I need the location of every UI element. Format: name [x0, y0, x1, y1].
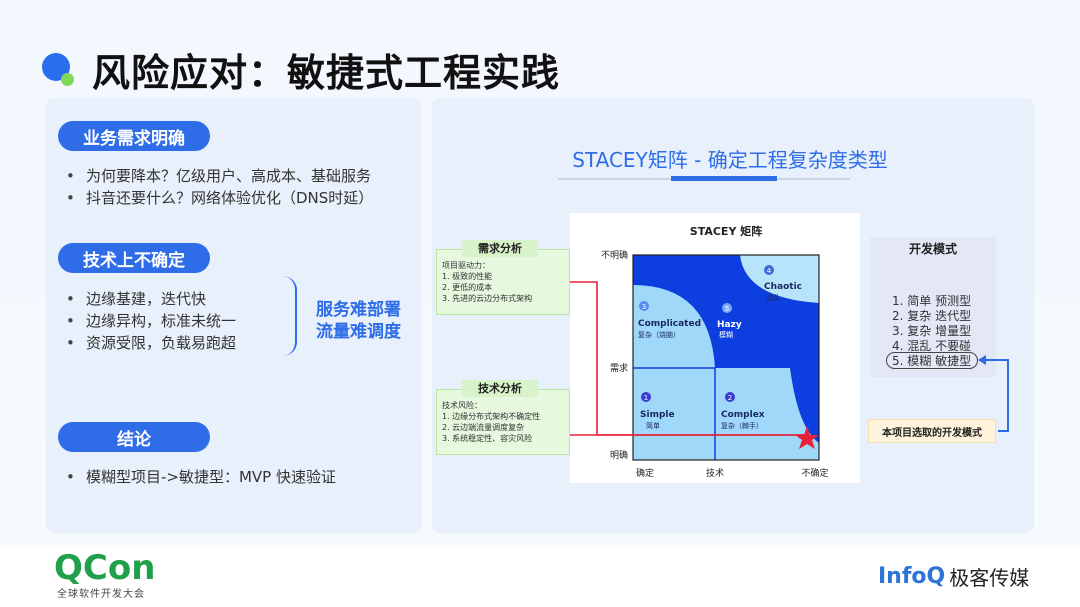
bullet-item: 模糊型项目->敏捷型：MVP 快速验证: [62, 466, 336, 488]
zone-sublabel-chaotic: 混乱: [766, 293, 780, 302]
selected-mode-label: 本项目选取的开发模式: [868, 419, 996, 443]
brace-note-line: 流量难调度: [316, 322, 401, 342]
selection-arrow-line: [984, 359, 1009, 432]
x-axis-right-label: 不确定: [801, 467, 828, 479]
note-line: 项目驱动力：: [442, 261, 490, 270]
requirements-note-head: 需求分析: [462, 240, 538, 257]
zone-badge: [725, 392, 735, 402]
zone-complex: [715, 368, 819, 460]
zone-label-chaotic: Chaotic: [764, 282, 802, 292]
qcon-subtitle: 全球软件开发大会: [57, 589, 145, 600]
bullet-item: 为何要降本？亿级用户、高成本、基础服务: [62, 165, 373, 187]
zone-badge-number: 5: [725, 305, 729, 313]
qcon-logo: QCon: [54, 548, 156, 588]
zone-sublabel-complex: 复杂（棘手）: [721, 421, 763, 430]
section-pill-tech: 技术上不确定: [58, 243, 210, 273]
brace-note: 服务难部署 流量难调度: [316, 299, 401, 343]
stacey-section-title: STACEY矩阵 - 确定工程复杂度类型: [572, 148, 888, 172]
dev-mode-item: 1. 简单 预测型: [892, 294, 972, 308]
note-line: 2. 更低的成本: [442, 283, 493, 292]
dev-mode-item: 2. 复杂 迭代型: [892, 309, 972, 323]
zone-chaotic: [740, 255, 819, 303]
zone-label-complicated: Complicated: [638, 319, 701, 329]
requirements-note: 项目驱动力： 1. 极致的性能 2. 更低的成本 3. 先进的云边分布式架构: [436, 249, 570, 315]
infoq-logo-text: InfoQ: [878, 564, 946, 589]
dev-modes-head: 开发模式: [908, 242, 957, 256]
zone-badge-number: 3: [642, 303, 646, 311]
infoq-logo-sub: 极客传媒: [949, 566, 1030, 590]
stacey-matrix: STACEY 矩阵 3 Complicated 复杂（烧脑） 5 Hazy 模糊…: [570, 224, 829, 479]
selected-star-icon: [795, 426, 819, 449]
bullet-item: 抖音还要什么？网络体验优化（DNS时延）: [62, 187, 373, 209]
slide-title: 风险应对：敏捷式工程实践: [92, 51, 561, 95]
section-pill-conclusion: 结论: [58, 422, 210, 452]
note-line: 3. 先进的云边分布式架构: [442, 294, 533, 303]
requirements-bullets: 为何要降本？亿级用户、高成本、基础服务 抖音还要什么？网络体验优化（DNS时延）: [62, 165, 373, 209]
title-bullet-accent-icon: [61, 73, 74, 86]
title-divider-accent: [671, 176, 777, 181]
selection-arrow: [978, 355, 1009, 432]
bullet-item: 边缘基建，迭代快: [62, 288, 236, 310]
dev-mode-item: 3. 复杂 增量型: [892, 324, 972, 338]
note-line: 2. 云边端流量调度复杂: [442, 423, 525, 432]
section-pill-label: 技术上不确定: [83, 250, 185, 271]
section-pill-label: 业务需求明确: [83, 128, 185, 149]
conclusion-bullets: 模糊型项目->敏捷型：MVP 快速验证: [62, 466, 336, 488]
infoq-logo: InfoQ 极客传媒: [878, 562, 1029, 591]
brace-note-line: 服务难部署: [316, 300, 401, 320]
note-line: 技术风险：: [442, 401, 482, 410]
dev-modes-list: 1. 简单 预测型 2. 复杂 迭代型 3. 复杂 增量型 4. 混乱 不要碰 …: [892, 294, 971, 369]
dev-mode-item: 4. 混乱 不要碰: [892, 339, 972, 353]
bullet-item: 资源受限，负载易跑超: [62, 332, 236, 354]
matrix-title: STACEY 矩阵: [690, 224, 762, 238]
zone-simple: [633, 368, 715, 460]
tech-note-head: 技术分析: [462, 380, 538, 397]
zone-badge: [722, 303, 732, 313]
dev-mode-highlight: [886, 352, 978, 369]
section-pill-label: 结论: [117, 429, 151, 450]
arrow-head-icon: [978, 355, 986, 365]
zone-label-complex: Complex: [721, 410, 765, 420]
zone-badge: [764, 265, 774, 275]
note-line: 1. 边缘分布式架构不确定性: [442, 412, 541, 421]
dev-mode-item: 5. 模糊 敏捷型: [892, 354, 972, 368]
zone-badge: [641, 392, 651, 402]
zone-sublabel-simple: 简单: [646, 421, 660, 430]
zone-badge-number: 2: [728, 394, 732, 402]
section-pill-requirements: 业务需求明确: [58, 121, 210, 151]
zone-sublabel-hazy: 模糊: [719, 330, 733, 339]
y-axis-bottom-label: 明确: [610, 449, 628, 461]
x-axis-left-label: 确定: [636, 467, 654, 479]
x-axis-mid-label: 技术: [706, 467, 724, 479]
zone-badge: [639, 301, 649, 311]
zone-badge-number: 4: [767, 267, 772, 275]
right-brace: [283, 276, 297, 356]
note-line: 3. 系统稳定性、容灾风险: [442, 434, 533, 443]
zone-sublabel-complicated: 复杂（烧脑）: [638, 330, 680, 339]
plot-frame: [632, 254, 820, 461]
zone-badge-number: 1: [644, 394, 648, 402]
zone-label-simple: Simple: [640, 410, 675, 420]
tech-note: 技术风险： 1. 边缘分布式架构不确定性 2. 云边端流量调度复杂 3. 系统稳…: [436, 389, 570, 455]
note-line: 1. 极致的性能: [442, 272, 493, 281]
zone-label-hazy: Hazy: [717, 320, 742, 330]
bullet-item: 边缘异构，标准未统一: [62, 310, 236, 332]
y-axis-mid-label: 需求: [610, 362, 628, 374]
tech-bullets: 边缘基建，迭代快 边缘异构，标准未统一 资源受限，负载易跑超: [62, 288, 236, 354]
y-axis-top-label: 不明确: [601, 249, 628, 261]
